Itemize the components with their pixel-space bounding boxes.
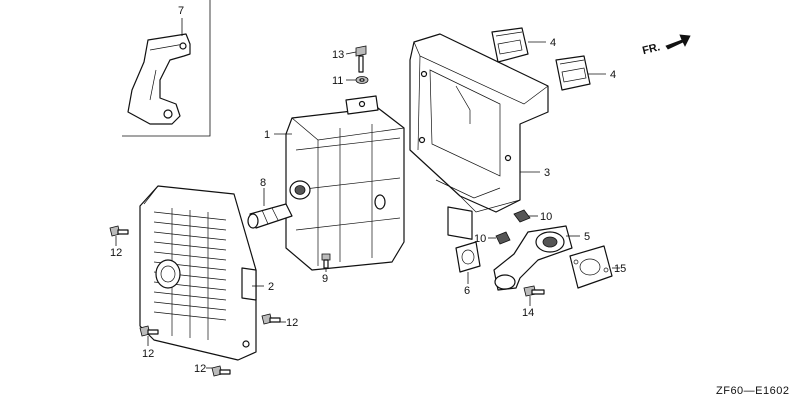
callout-12-a: 12 — [110, 247, 122, 259]
damper-lower — [555, 55, 591, 91]
arrow-icon — [665, 34, 691, 50]
callout-12-c: 12 — [142, 348, 154, 360]
bolt-12-a — [109, 225, 129, 237]
gasket-large — [569, 245, 613, 289]
washer-11 — [355, 76, 369, 84]
leader-lines — [115, 18, 620, 369]
nut-10-upper — [513, 209, 531, 223]
tail-pipe — [247, 203, 293, 229]
bolt-12-b — [261, 313, 281, 325]
callout-14: 14 — [522, 307, 534, 319]
callout-labels: 7 1 8 2 3 4 4 5 6 13 11 9 10 10 14 15 12… — [110, 5, 626, 375]
callout-10-lower: 10 — [474, 233, 486, 245]
bracket-inset — [122, 0, 211, 137]
bolt-13 — [355, 45, 367, 73]
damper-upper — [491, 27, 529, 63]
callout-4-upper: 4 — [550, 37, 556, 49]
callout-8: 8 — [260, 177, 266, 189]
callout-10-upper: 10 — [540, 211, 552, 223]
exhaust-pipe — [493, 225, 573, 291]
callout-9: 9 — [322, 273, 328, 285]
muffler — [285, 95, 405, 271]
front-direction-arrow: FR. — [641, 34, 691, 57]
callout-15: 15 — [614, 263, 626, 275]
front-label: FR. — [641, 41, 661, 57]
muffler-protector — [139, 185, 257, 361]
muffler-cover — [409, 33, 549, 240]
callout-6: 6 — [464, 285, 470, 297]
diagram-code: ZF60—E1602 — [716, 385, 789, 397]
callout-2: 2 — [268, 281, 274, 293]
gasket-small — [455, 241, 481, 273]
callout-12-d: 12 — [194, 363, 206, 375]
callout-13: 13 — [332, 49, 344, 61]
bolt-9 — [321, 253, 331, 269]
callout-3: 3 — [544, 167, 550, 179]
callout-11: 11 — [332, 75, 343, 87]
bolt-12-c — [139, 325, 159, 337]
bolt-12-d — [211, 365, 231, 377]
callout-4-lower: 4 — [610, 69, 616, 81]
callout-1: 1 — [264, 129, 270, 141]
callout-7: 7 — [178, 5, 184, 17]
callout-12-b: 12 — [286, 317, 298, 329]
bolt-14 — [523, 285, 545, 297]
nut-10-lower — [495, 231, 511, 245]
callout-5: 5 — [584, 231, 590, 243]
